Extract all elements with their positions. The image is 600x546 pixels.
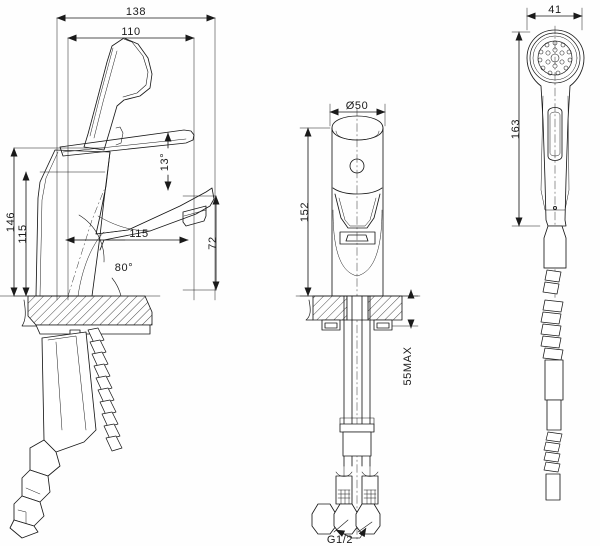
g12-connectors (311, 465, 381, 535)
label-dim-55max: 55MAX (402, 346, 414, 385)
label-diameter-50: Ø50 (346, 100, 369, 112)
hose-spiral-side (87, 327, 123, 452)
label-dim-41: 41 (548, 4, 561, 16)
faucet-body-side (35, 149, 215, 297)
label-dim-146: 146 (5, 212, 17, 232)
label-thread-g12: G1/2 (327, 534, 353, 546)
label-dim-152: 152 (299, 202, 311, 222)
body-centerline (67, 189, 105, 297)
lever-handle-side (83, 37, 153, 151)
hose-end-shower (545, 473, 561, 501)
hose-spiral-shower-lower (543, 431, 563, 473)
spout-aerator-side (182, 205, 207, 227)
shank-tubes-front (339, 295, 375, 467)
faucet-body-front (331, 115, 384, 297)
view-front-elevation (295, 103, 421, 541)
hand-shower-body (526, 29, 585, 227)
label-dim-115-horizontal: 115 (129, 228, 148, 240)
label-dim-138: 138 (126, 6, 146, 18)
extension-lines-side (13, 17, 217, 301)
shank-assembly-side (9, 331, 97, 539)
shower-grip-panel (540, 95, 570, 211)
label-angle-13: 13° (159, 153, 171, 171)
hose-connector-shower (543, 225, 567, 269)
counter-section-side (0, 295, 161, 337)
label-dim-110: 110 (121, 26, 140, 38)
hose-lower-shower (544, 359, 564, 431)
body-inner-curve (77, 231, 105, 297)
g12-leader-lines (335, 527, 367, 539)
view-side-elevation (0, 14, 220, 539)
label-angle-80: 80° (115, 262, 133, 274)
dimension-80-degrees (78, 214, 122, 297)
view-hand-shower (511, 7, 585, 501)
label-dim-163: 163 (510, 119, 522, 139)
label-dim-72: 72 (207, 236, 219, 249)
counter-section-front (295, 295, 421, 331)
hose-spiral-shower (540, 269, 564, 361)
label-dim-115-vertical: 115 (17, 224, 29, 243)
handle-lever-arm (59, 129, 195, 157)
spray-face-holes (537, 40, 573, 76)
extension-lines-shower (511, 7, 583, 227)
extension-lines-front (299, 103, 419, 327)
